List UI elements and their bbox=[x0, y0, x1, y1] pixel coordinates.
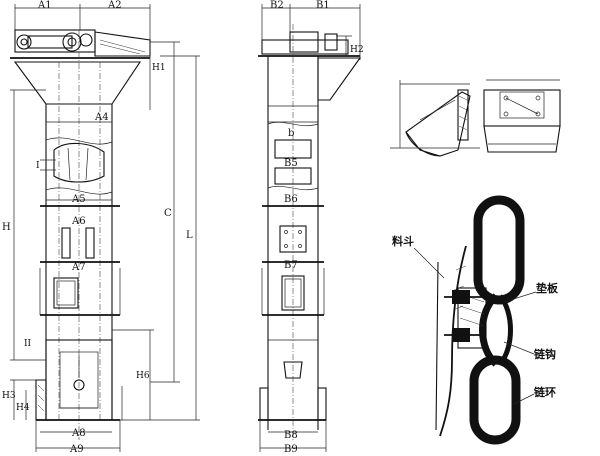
label-bucket: 料斗 bbox=[392, 234, 414, 248]
dim-a6: A6 bbox=[71, 216, 86, 227]
dim-h1: H1 bbox=[152, 63, 166, 73]
dim-a2: A2 bbox=[107, 0, 122, 11]
dim-h6: H6 bbox=[136, 371, 150, 381]
dim-c: C bbox=[164, 208, 172, 219]
dim-a7: A7 bbox=[71, 262, 86, 273]
dim-b2: B2 bbox=[270, 0, 284, 11]
dim-a1: A1 bbox=[37, 0, 52, 11]
dim-b7: B7 bbox=[284, 260, 298, 271]
label-pad: 垫板 bbox=[536, 281, 559, 295]
dim-h3: H3 bbox=[2, 391, 16, 401]
section-i: I bbox=[36, 161, 40, 171]
dim-b9: B9 bbox=[284, 444, 298, 455]
dim-b5: B5 bbox=[284, 158, 298, 169]
section-ii: II bbox=[24, 339, 32, 349]
side-view: B2 B1 H2 b B5 B6 B7 B8 B9 bbox=[258, 0, 364, 455]
label-hook: 链钩 bbox=[534, 347, 556, 361]
dim-a4: A4 bbox=[94, 112, 109, 123]
dim-b1: B1 bbox=[316, 0, 330, 11]
dim-a8: A8 bbox=[71, 428, 86, 439]
dim-b6: B6 bbox=[284, 194, 298, 205]
dim-h: H bbox=[2, 222, 11, 233]
dim-l: L bbox=[186, 230, 193, 241]
label-ring: 链环 bbox=[534, 385, 556, 399]
dim-b8: B8 bbox=[284, 430, 298, 441]
dim-b4: b bbox=[288, 128, 294, 139]
dim-h2: H2 bbox=[350, 45, 364, 55]
front-view: A1 A2 A4 A5 A6 A7 A8 A9 H H1 H3 H4 H6 C … bbox=[2, 0, 200, 455]
dim-a5: A5 bbox=[71, 194, 86, 205]
bucket-detail bbox=[390, 79, 561, 157]
chain-detail: 料斗 垫板 链钩 链环 bbox=[392, 195, 559, 445]
dim-a9: A9 bbox=[69, 444, 84, 455]
dim-h4: H4 bbox=[16, 403, 30, 413]
